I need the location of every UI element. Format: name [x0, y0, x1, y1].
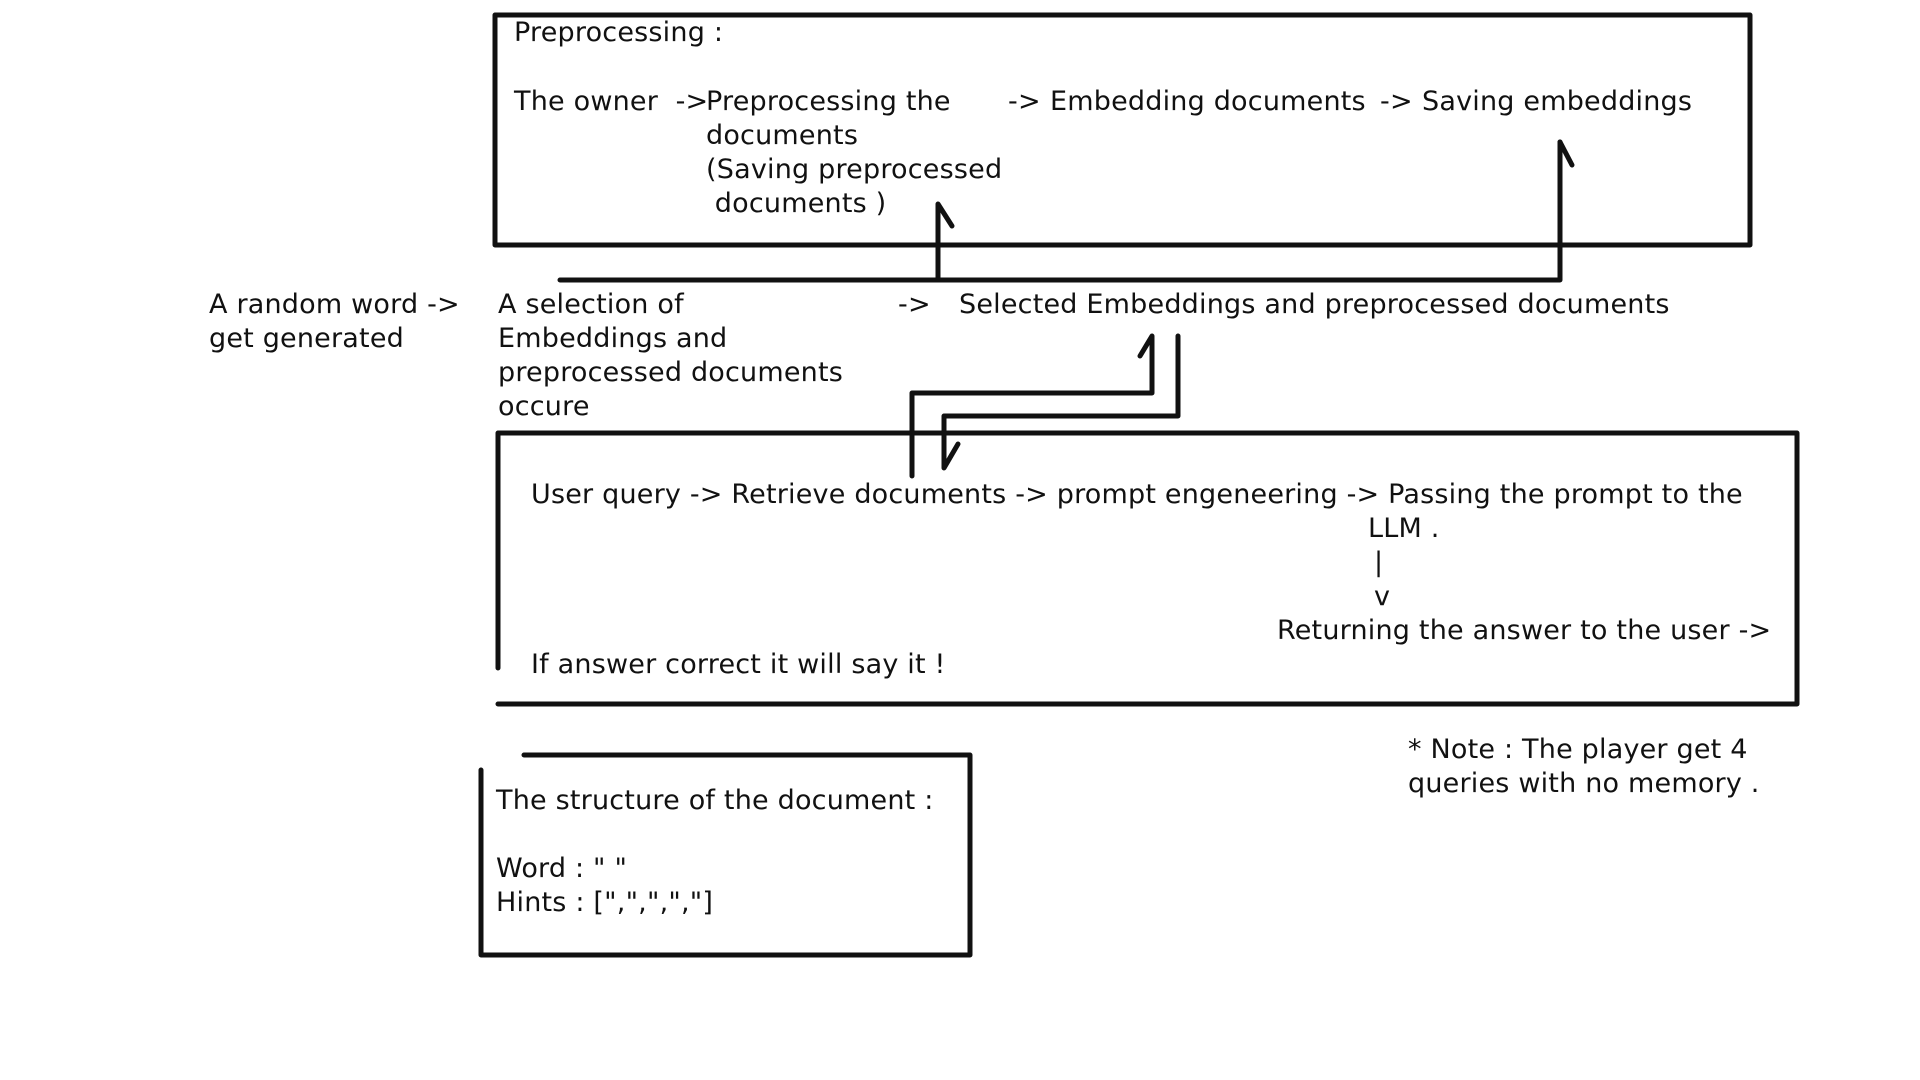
arrow-to-selected-embeddings — [909, 333, 1155, 479]
returning-answer: Returning the answer to the user -> — [1277, 615, 1772, 646]
arrowhead-embeddings — [1557, 139, 1575, 168]
selection-arrow: -> — [898, 289, 931, 320]
preprocessing-title: Preprocessing : — [514, 17, 724, 48]
query-flow: User query -> Retrieve documents -> prom… — [531, 479, 1743, 510]
arrow-to-retrieve-documents — [941, 333, 1181, 471]
selected-embeddings: Selected Embeddings and preprocessed doc… — [959, 289, 1670, 320]
saving-arrow: -> — [1380, 86, 1413, 117]
random-word-line2: get generated — [209, 323, 404, 354]
note-line2: queries with no memory . — [1408, 768, 1760, 799]
embedding-step: Embedding documents — [1050, 86, 1366, 117]
selection-line2: Embeddings and — [498, 323, 728, 354]
random-word-line1: A random word -> — [209, 289, 460, 320]
preprocessing-box — [492, 12, 1753, 248]
saving-step: Saving embeddings — [1422, 86, 1693, 117]
structure-word: Word : " " — [496, 853, 628, 884]
down-pipe: | — [1374, 547, 1384, 578]
preprocessing-step-line4: documents ) — [706, 188, 887, 219]
selection-line1: A selection of — [498, 289, 684, 320]
llm-label: LLM . — [1368, 513, 1440, 544]
arrow-to-saved-documents — [935, 201, 955, 283]
structure-box — [478, 752, 973, 958]
preprocessing-step-line1: Preprocessing the — [706, 86, 951, 117]
selection-line3: preprocessed documents — [498, 357, 844, 388]
selection-line4: occure — [498, 391, 590, 422]
structure-hints: Hints : [",",",","] — [496, 887, 714, 918]
embedding-arrow: -> — [1008, 86, 1041, 117]
preprocessing-step-line3: (Saving preprocessed — [706, 154, 1003, 185]
owner-step: The owner -> — [514, 86, 709, 117]
preprocessing-step-line2: documents — [706, 120, 859, 151]
connector-selection-to-preprocessing — [557, 139, 1563, 283]
structure-title: The structure of the document : — [496, 785, 934, 816]
query-box — [495, 430, 1800, 707]
answer-correct: If answer correct it will say it ! — [531, 649, 946, 680]
down-arrow-v: v — [1374, 581, 1391, 612]
note-line1: * Note : The player get 4 — [1408, 734, 1748, 765]
